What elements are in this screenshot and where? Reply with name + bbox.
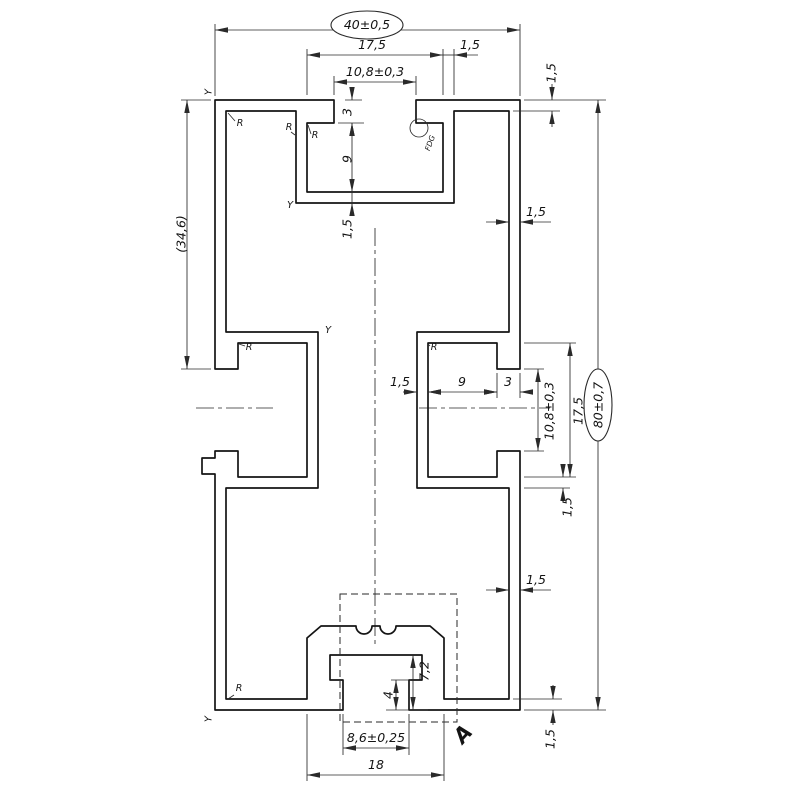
dimension-lines [184, 27, 601, 778]
radius-mark: R [246, 342, 253, 353]
radius-leaders [227, 112, 431, 700]
datum-mark: Y [204, 715, 215, 722]
overall-width-balloon [330, 10, 404, 40]
dim-bottom-opening: 8,6±0,25 [347, 730, 405, 745]
radius-mark: R [286, 122, 293, 133]
dim-bottom-channel-width: 18 [368, 757, 384, 772]
dim-side-slot-opening: 10,8±0,3 [542, 382, 557, 440]
detail-a-boundary [339, 593, 458, 723]
dim-side-slot-wide-depth: 9 [458, 374, 466, 389]
stamp-circle [409, 118, 429, 138]
profile-inner-contour [225, 110, 510, 700]
radius-mark: R [236, 683, 243, 694]
dim-overall-height: 80±0,7 [591, 382, 606, 428]
datum-mark: Y [325, 325, 332, 336]
dim-side-slot-wall: 1,5 [390, 374, 410, 389]
profile-cross-section [201, 99, 521, 711]
dim-top-slot-wall: 1,5 [460, 37, 480, 52]
dim-top-floor-thickness: 1,5 [340, 219, 355, 239]
dimension-texts: 40±0,5 17,5 1,5 10,8±0,3 1,5 3 9 1,5 (34… [174, 17, 606, 772]
dim-side-slot-neck-depth: 3 [504, 374, 512, 389]
dim-side-slot-floor: 1,5 [560, 497, 575, 517]
detail-a-label: A [447, 720, 477, 750]
dim-top-slot-opening: 10,8±0,3 [346, 64, 404, 79]
stamp-label: FDG [423, 134, 437, 152]
dim-top-slot-width: 17,5 [358, 37, 386, 52]
radius-mark: R [431, 342, 438, 353]
radius-mark: R [237, 118, 244, 129]
dim-bottom-channel-depth: 7,2 [417, 661, 432, 681]
dim-top-neck-depth: 3 [340, 108, 355, 116]
dim-left-reference-height: (34,6) [174, 215, 189, 253]
dim-top-wide-depth: 9 [340, 155, 355, 163]
centerlines [196, 228, 550, 646]
datum-mark: Y [287, 200, 294, 211]
dim-right-wall-upper: 1,5 [526, 204, 546, 219]
dim-overall-width: 40±0,5 [344, 17, 390, 32]
dim-side-slot-width: 17,5 [571, 397, 586, 425]
datum-mark: Y [204, 88, 215, 95]
dimension-balloons [330, 10, 613, 442]
overall-height-balloon [583, 368, 613, 442]
dim-right-wall-lower: 1,5 [526, 572, 546, 587]
dim-bottom-wall-thickness: 1,5 [543, 729, 558, 749]
dim-top-wall-thickness: 1,5 [544, 63, 559, 83]
dim-bottom-lip-height: 4 [381, 691, 396, 699]
profile-outer-contour [201, 99, 521, 711]
radius-mark: R [312, 130, 319, 141]
